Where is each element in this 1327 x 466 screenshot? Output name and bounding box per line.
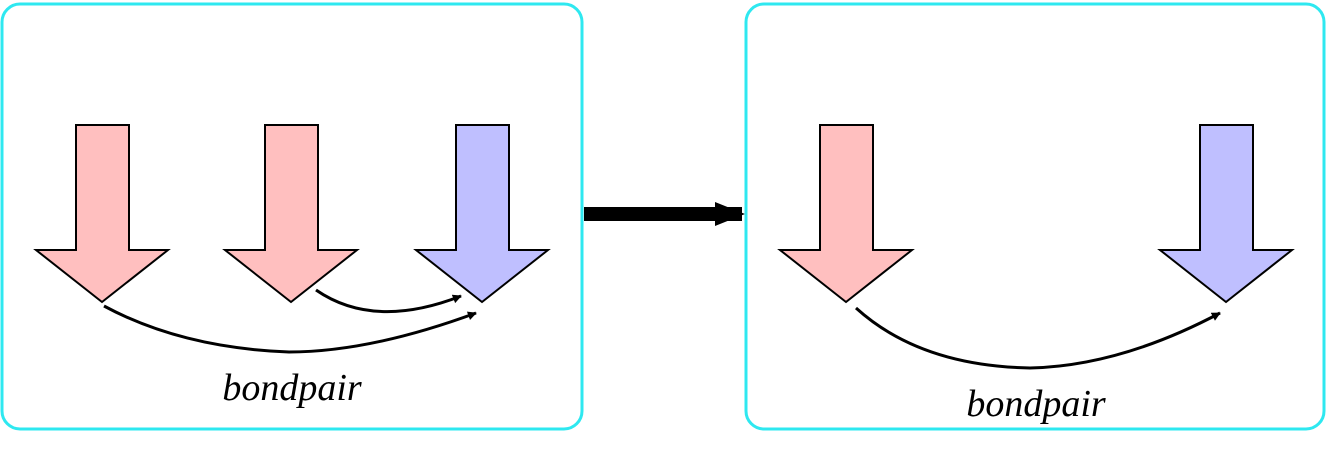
left-panel-label: bondpair: [222, 367, 362, 409]
right-panel-border: [744, 2, 1326, 431]
down-arrow-blue-icon: [1157, 124, 1295, 304]
down-arrow-pink-1-icon: [33, 124, 171, 304]
bond-curve: [854, 306, 1221, 370]
bond-curve-short: [315, 288, 462, 314]
right-panel: bondpair: [744, 2, 1326, 431]
down-arrow-blue-icon: [413, 124, 551, 304]
bond-curve-long: [103, 304, 477, 354]
left-panel: bondpair: [0, 2, 584, 431]
down-arrow-pink-icon: [777, 124, 915, 304]
right-panel-label: bondpair: [966, 383, 1106, 425]
down-arrow-pink-2-icon: [222, 124, 360, 304]
